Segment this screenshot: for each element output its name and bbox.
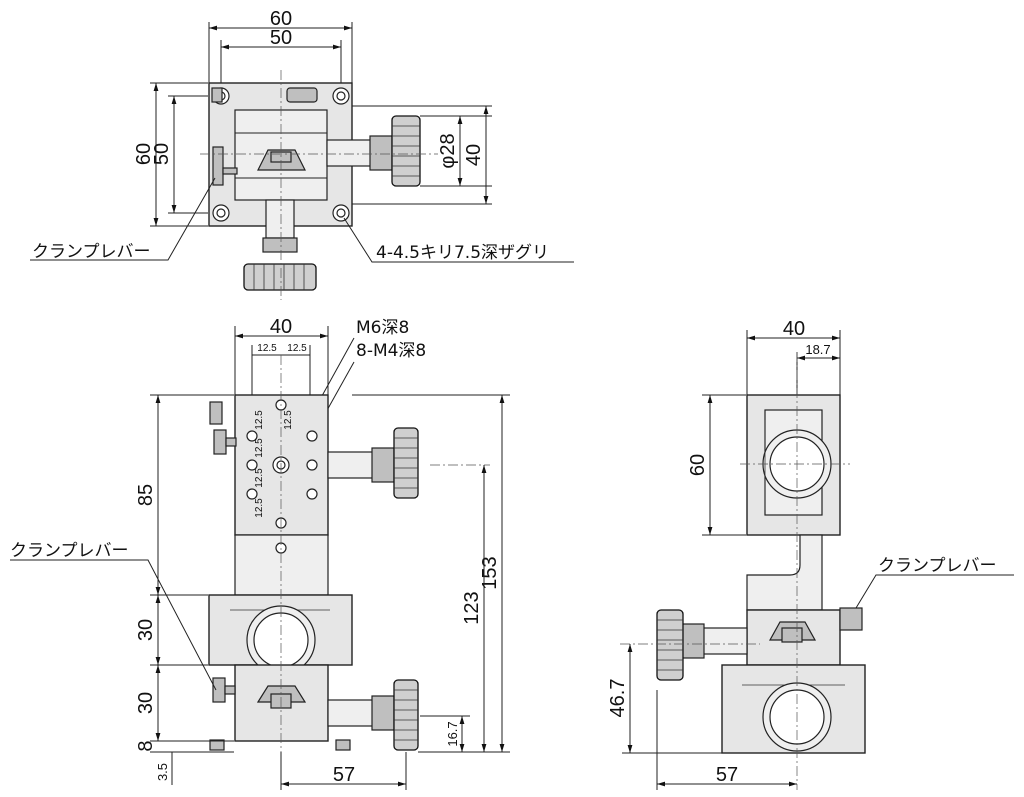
label-clamp-front: クランプレバー — [10, 541, 129, 561]
clamp-lever-top — [212, 146, 224, 186]
micrometer-sleeve-bottom — [265, 199, 295, 239]
m4-holes — [246, 399, 318, 529]
dim-height-inner: 50 — [151, 143, 173, 165]
dim-front-width: 40 — [270, 316, 292, 338]
dim-85: 85 — [135, 484, 157, 506]
micrometer-knob-bottom — [243, 263, 317, 291]
label-m6: M6深8 — [356, 318, 409, 338]
dim-123: 123 — [461, 591, 483, 624]
clamp-lever-front-bottom — [212, 677, 226, 703]
dim-3-5: 3.5 — [155, 763, 170, 781]
dim-width-inner: 50 — [270, 27, 292, 49]
label-holes: 4-4.5キリ7.5深ザグリ — [376, 243, 549, 263]
top-view: 60 50 60 50 — [30, 8, 574, 300]
top-clamp-tab — [286, 87, 318, 103]
dim-57-side: 57 — [716, 764, 738, 786]
dim-side-60: 60 — [687, 454, 709, 476]
dim-30-a: 30 — [135, 619, 157, 641]
side-view: 40 18.7 — [607, 318, 1014, 790]
clamp-lever-side — [839, 607, 863, 631]
clamp-lever-front-top — [209, 401, 223, 425]
svg-text:12.5: 12.5 — [254, 498, 265, 518]
side-bracket — [746, 534, 823, 611]
svg-text:12.5: 12.5 — [283, 410, 294, 430]
dim-18-7: 18.7 — [805, 342, 830, 357]
dim-knob-dia: φ28 — [437, 133, 459, 168]
dim-pitch-a: 12.5 — [257, 343, 277, 354]
micrometer-knob-side — [656, 609, 684, 681]
svg-text:12.5: 12.5 — [254, 438, 265, 458]
dim-pitch-b: 12.5 — [287, 343, 307, 354]
vertical-pitch-labels: 12.5 12.5 12.5 12.5 12.5 — [254, 410, 294, 518]
dim-width-outer: 60 — [270, 8, 292, 30]
micrometer-knob-top — [391, 115, 421, 187]
svg-text:12.5: 12.5 — [254, 468, 265, 488]
dim-knob-height: 40 — [463, 144, 485, 166]
leader-clamp-side — [855, 574, 1014, 609]
dim-side-width: 40 — [783, 318, 805, 340]
dim-height-outer: 60 — [133, 143, 155, 165]
dim-153: 153 — [479, 556, 501, 589]
label-clamp-side: クランプレバー — [878, 556, 997, 576]
leader-clamp-front — [10, 559, 217, 691]
micrometer-knob-front-lower — [393, 679, 419, 751]
side-mid-carriage — [746, 609, 841, 666]
front-view: 40 12.5 12.5 M6深8 8-M4深8 12.5 — [10, 316, 510, 790]
dim-16-7: 16.7 — [445, 721, 460, 746]
micrometer-sleeve-top — [326, 139, 373, 167]
dim-30-b: 30 — [135, 692, 157, 714]
dim-8: 8 — [135, 740, 157, 751]
dim-57-front: 57 — [333, 764, 355, 786]
leader-clamp-top — [30, 177, 216, 261]
label-clamp-top: クランプレバー — [32, 242, 151, 262]
dim-46-7: 46.7 — [607, 679, 629, 718]
leader-holes — [343, 217, 574, 263]
svg-text:12.5: 12.5 — [254, 410, 265, 430]
label-m4: 8-M4深8 — [356, 341, 426, 361]
micrometer-knob-front-upper — [393, 427, 419, 499]
